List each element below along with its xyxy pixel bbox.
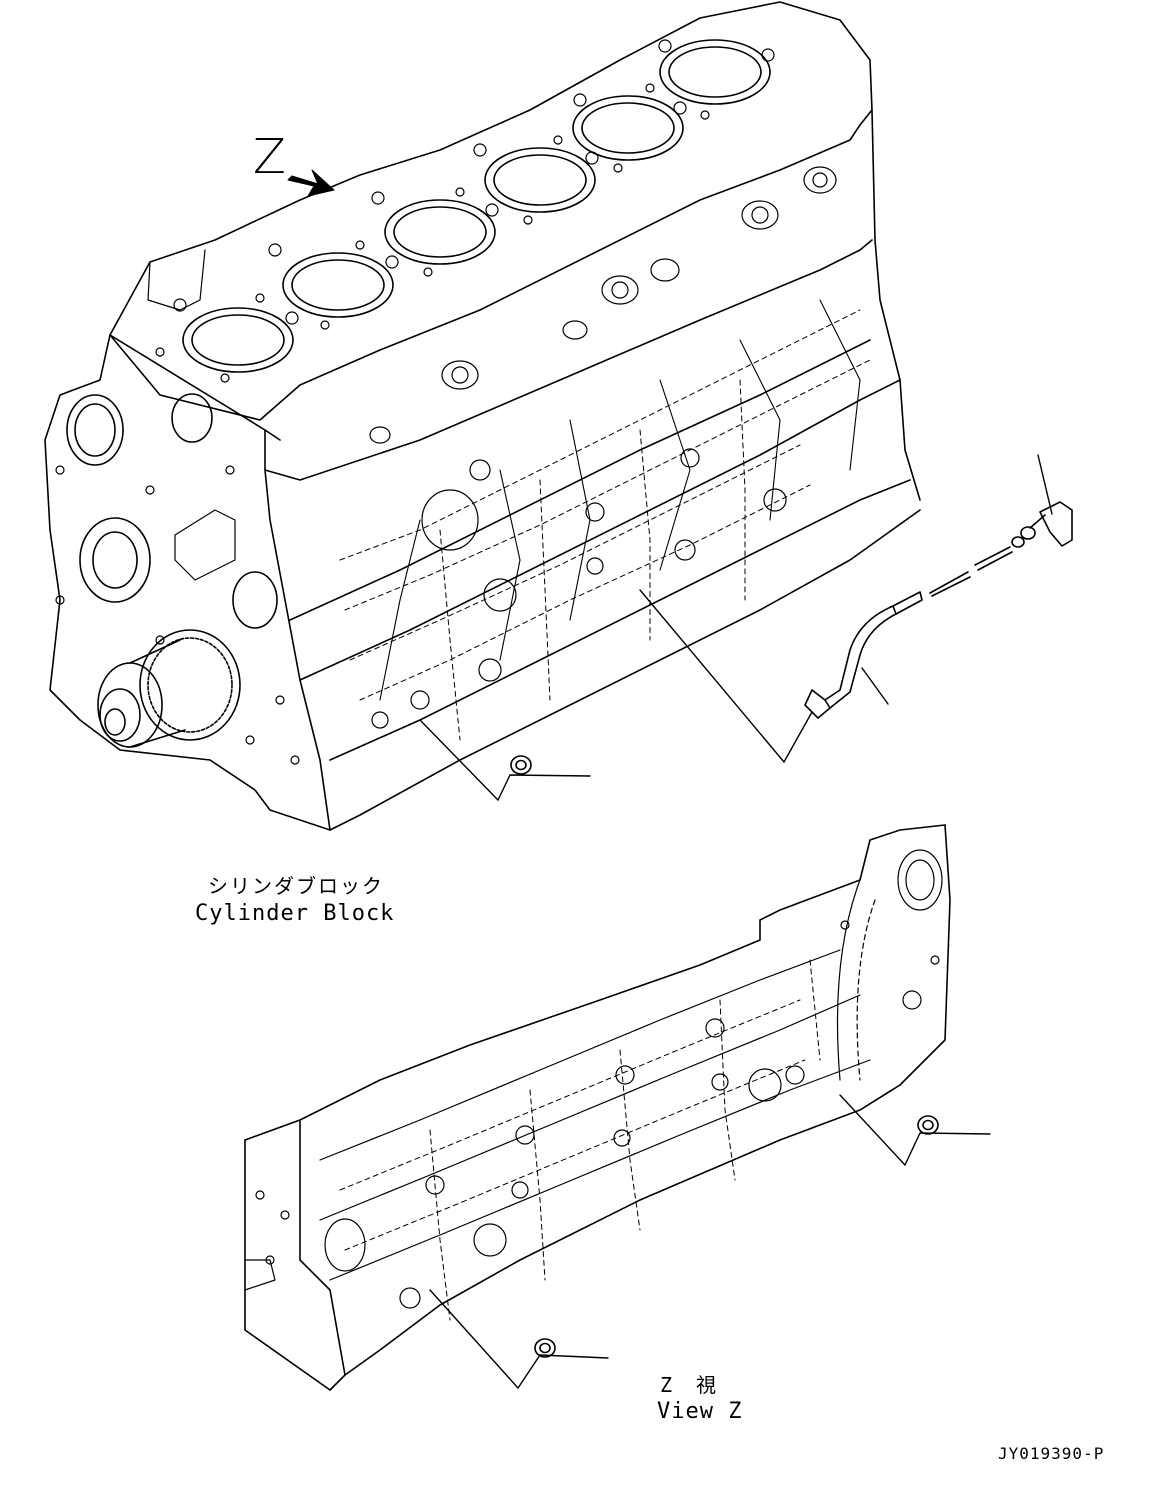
view-z-label-jp: Z 視	[660, 1373, 719, 1397]
view-z-drawing	[244, 824, 951, 1391]
view-marker-label: Z	[253, 129, 286, 185]
leader-lines	[419, 454, 1053, 1389]
view-z-label-en: View Z	[657, 1399, 743, 1424]
view-z-arrow	[287, 169, 335, 197]
cylinder-block-drawing	[44, 1, 921, 831]
gear-and-pulley	[97, 629, 241, 748]
dipstick-assembly	[804, 501, 1073, 719]
cylinder-block-label-jp: シリンダブロック	[208, 874, 384, 898]
nut-detail-bottom	[534, 1338, 556, 1358]
nut-detail-right	[917, 1115, 939, 1135]
drawing-code: JY019390-P	[998, 1444, 1105, 1463]
nut-main-view	[510, 755, 532, 775]
cylinder-block-label-en: Cylinder Block	[195, 901, 395, 926]
